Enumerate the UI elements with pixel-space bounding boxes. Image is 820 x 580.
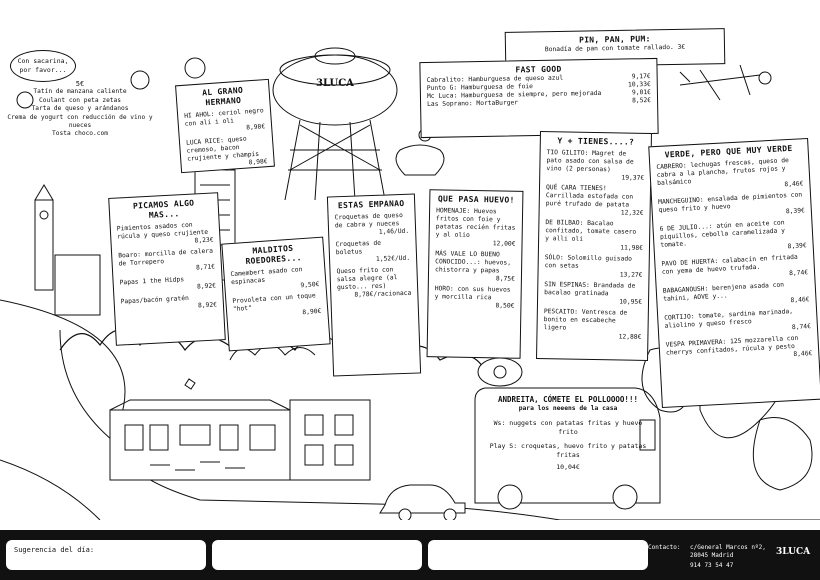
footer-logo: 3LUCA [776, 547, 811, 557]
menu-item: Pimientos asados con rúcula y queso cruj… [116, 221, 214, 245]
menu-item: LUCA RICE: queso cremoso, bacon crujient… [185, 135, 268, 167]
speech-bubble: Con sacarina, por favor... [10, 50, 76, 82]
section-subtitle: para los neeens de la casa [518, 405, 618, 412]
menu-item: TIO GILITO: Magret de pato asado con sal… [546, 149, 645, 182]
menu-item: PESCAITO: Ventresca de bonito en escabec… [543, 308, 642, 341]
menu-item: PAVO DE HUERTA: calabacín en fritada con… [661, 253, 809, 278]
menu-item: CABRERO: lechugas frescas, queso de cabr… [656, 157, 804, 189]
desserts-section: 5€ Tatín de manzana caliente Coulant con… [4, 80, 156, 139]
dessert-item: Coulant con peta zetas [39, 96, 121, 104]
menu-item: Ws: nuggets con patatas fritas y huevo f… [493, 419, 643, 436]
menu-card-empanao: ESTAS EMPANAO Croquetas de queso de cabr… [326, 193, 422, 377]
dessert-item: Tosta choco.com [52, 130, 108, 138]
desserts-price: 5€ [75, 80, 85, 88]
suggestion-label: Sugerencia del día: [14, 546, 95, 554]
menu-item: SIN ESPINAS: Brandada de bacalao gratina… [544, 281, 643, 306]
contact-info: Contacto: c/General Marcos nº2, 28045 Ma… [648, 542, 818, 572]
suggestion-box: Sugerencia del día: [6, 540, 206, 570]
dessert-item: Tarta de queso y arándanos [31, 105, 129, 113]
menu-item: HOMENAJE: Huevos fritos con foie y patat… [435, 207, 516, 248]
menu-item: Play S: croquetas, huevo frito y patatas… [489, 442, 647, 459]
footer: Sugerencia del día: Contacto: c/General … [0, 530, 820, 580]
section-title: QUE PASA HUEVO! [437, 194, 515, 205]
menu-card-que-pasa-huevo: QUE PASA HUEVO! HOMENAJE: Huevos fritos … [426, 189, 524, 359]
menu-item-price: 10,04€ [556, 463, 580, 471]
menu-item: DE BILBAO: Bacalao confitado, tomate cas… [545, 219, 644, 252]
menu-item: MANCHEGUINO: ensalada de pimientos con q… [658, 191, 806, 216]
section-title: AL GRANO HERMANO [201, 85, 244, 108]
menu-item: Provoleta con un toque "hot"8,90€ [232, 292, 322, 317]
menu-card-fast-good: FAST GOOD Cabralito: Hamburguesa de ques… [419, 57, 659, 139]
contact-label: Contacto: [648, 544, 681, 551]
dessert-item: Tatín de manzana caliente [33, 88, 127, 96]
section-title: ESTAS EMPANAO [337, 198, 405, 211]
contact-address: c/General Marcos nº2, 28045 Madrid [690, 544, 766, 559]
menu-card-picamos: PICAMOS ALGO MAS... Pimientos asados con… [108, 192, 226, 346]
section-title: Y + TIENES....? [557, 136, 635, 147]
suggestion-box [428, 540, 648, 570]
menu-card-al-grano: AL GRANO HERMANO HI AHOL: ceriol negro c… [175, 78, 275, 174]
menu-item: CORTIJO: tomate, sardina marinada, aliol… [664, 308, 812, 332]
section-title: ANDREITA, CÓMETE EL POLLOOOO!!! [498, 395, 638, 404]
section-title: PICAMOS ALGO MAS... [132, 198, 195, 220]
menu-item: 6 DE JULIO...: atún en aceite con piquil… [659, 219, 807, 251]
menu-item: QUÉ CARA TIENES! Carrillada estofada con… [545, 184, 644, 217]
menu-item: MÁS VALE LO BUENO CONOCIDO...: huevos, c… [435, 250, 515, 283]
suggestion-box [212, 540, 422, 570]
dessert-item: Crema de yogurt con reducción de vino y … [7, 113, 153, 130]
menu-card-kids: ANDREITA, CÓMETE EL POLLOOOO!!! para los… [482, 395, 654, 495]
menu-item: VESPA PRIMAVERA: 125 mozzarella con cher… [665, 334, 813, 359]
menu-item: Queso frito con salsa alegre (al gusto..… [336, 266, 412, 299]
menu-item: BABAGANOUSH: berenjena asada con tahini,… [662, 281, 810, 305]
menu-card-verde: VERDE, PERO QUE MUY VERDE CABRERO: lechu… [648, 137, 820, 409]
contact-phone: 914 73 54 47 [690, 562, 734, 569]
section-title: MALDITOS ROEDORES... [245, 243, 302, 267]
menu-card-malditos-roedores: MALDITOS ROEDORES... Camembert asado con… [221, 236, 331, 352]
menu-card-y-mas-tienes: Y + TIENES....? TIO GILITO: Magret de pa… [536, 131, 652, 361]
tower-logo: 3LUCA [316, 78, 354, 89]
